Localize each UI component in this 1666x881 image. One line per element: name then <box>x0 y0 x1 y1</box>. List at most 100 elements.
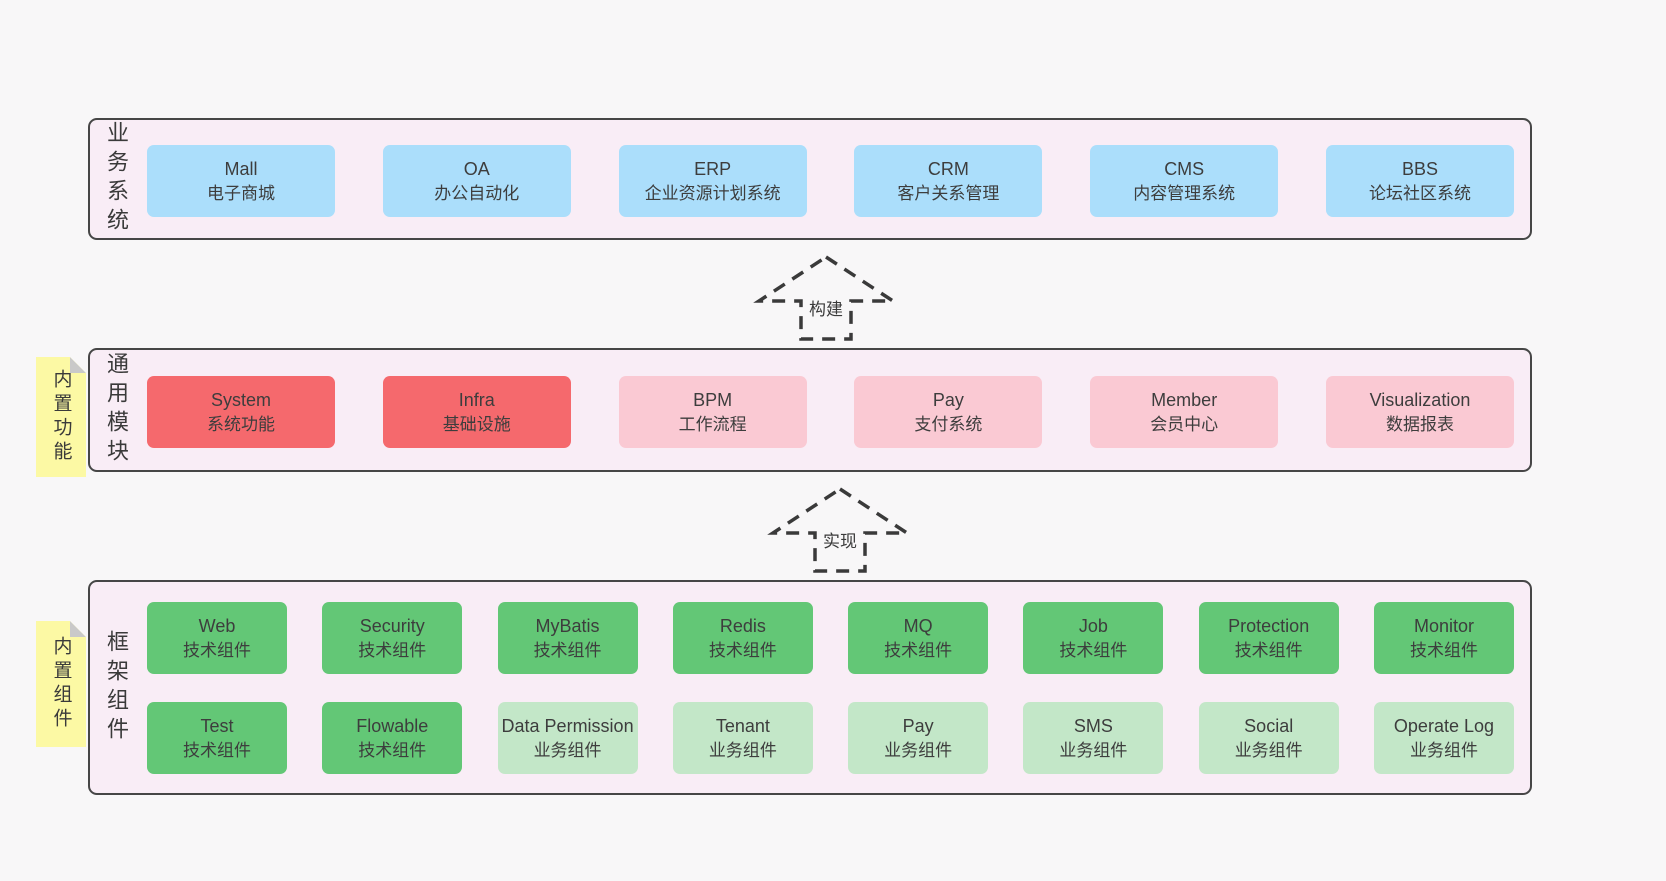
box-job-zh: 技术组件 <box>1059 640 1128 660</box>
box-member: Member 会员中心 <box>1090 376 1279 448</box>
band-framework-components-label: 框架组件 <box>104 629 129 746</box>
box-erp-zh: 企业资源计划系统 <box>644 183 781 203</box>
box-visualization-en: Visualization <box>1369 389 1471 410</box>
box-mq-zh: 技术组件 <box>884 640 953 660</box>
sticky-built-in-features: 内置功能 <box>36 357 86 477</box>
box-test-en: Test <box>200 715 234 736</box>
box-redis: Redis 技术组件 <box>672 602 813 674</box>
box-mybatis: MyBatis 技术组件 <box>497 602 638 674</box>
box-crm-en: CRM <box>927 158 969 179</box>
box-web: Web 技术组件 <box>147 602 287 674</box>
box-mall-en: Mall <box>224 158 258 179</box>
box-infra: Infra 基础设施 <box>382 376 571 448</box>
box-operate-log-en: Operate Log <box>1393 715 1494 736</box>
box-bbs-zh: 论坛社区系统 <box>1368 183 1471 203</box>
arrow-build-label: 构建 <box>806 295 846 320</box>
box-mq-en: MQ <box>903 615 933 636</box>
box-pay-module-en: Pay <box>932 389 964 410</box>
box-security-zh: 技术组件 <box>358 640 427 660</box>
box-redis-zh: 技术组件 <box>708 640 777 660</box>
box-bpm-en: BPM <box>693 389 733 410</box>
dashed-up-arrow-icon <box>753 254 899 341</box>
box-web-en: Web <box>198 615 236 636</box>
box-visualization: Visualization 数据报表 <box>1325 376 1514 448</box>
band-common-modules: 通用模块 System 系统功能 Infra 基础设施 BPM 工作流程 Pay… <box>88 348 1532 472</box>
box-mybatis-zh: 技术组件 <box>533 640 602 660</box>
box-social-zh: 业务组件 <box>1234 740 1303 760</box>
box-cms-zh: 内容管理系统 <box>1133 183 1236 203</box>
box-operate-log-zh: 业务组件 <box>1409 740 1478 760</box>
band-framework-components: 框架组件 Web 技术组件 Security 技术组件 MyBatis 技术组件… <box>88 580 1532 795</box>
framework-components-row-1: Web 技术组件 Security 技术组件 MyBatis 技术组件 Redi… <box>147 602 1514 674</box>
box-oa-en: OA <box>463 158 490 179</box>
box-bbs-en: BBS <box>1401 158 1438 179</box>
box-sms-zh: 业务组件 <box>1059 740 1128 760</box>
box-bpm: BPM 工作流程 <box>618 376 807 448</box>
band-common-modules-label: 通用模块 <box>104 352 129 468</box>
box-job-en: Job <box>1078 615 1108 636</box>
box-social-en: Social <box>1244 715 1294 736</box>
box-oa: OA 办公自动化 <box>382 145 571 217</box>
box-system-en: System <box>210 389 271 410</box>
box-redis-en: Redis <box>719 615 766 636</box>
box-social: Social 业务组件 <box>1198 702 1339 774</box>
box-cms-en: CMS <box>1164 158 1205 179</box>
box-cms: CMS 内容管理系统 <box>1090 145 1279 217</box>
box-security-en: Security <box>359 615 425 636</box>
arrow-build: 构建 <box>751 253 901 343</box>
box-tenant-en: Tenant <box>715 715 770 736</box>
box-monitor-en: Monitor <box>1413 615 1474 636</box>
box-oa-zh: 办公自动化 <box>434 183 520 203</box>
box-security: Security 技术组件 <box>322 602 463 674</box>
common-modules-row: System 系统功能 Infra 基础设施 BPM 工作流程 Pay 支付系统… <box>147 376 1514 448</box>
box-pay-module: Pay 支付系统 <box>854 376 1043 448</box>
box-data-permission-zh: 业务组件 <box>533 740 602 760</box>
box-flowable-en: Flowable <box>356 715 429 736</box>
arrow-implement: 实现 <box>765 485 915 575</box>
box-infra-en: Infra <box>458 389 495 410</box>
box-tenant: Tenant 业务组件 <box>672 702 813 774</box>
box-operate-log: Operate Log 业务组件 <box>1373 702 1514 774</box>
box-sms: SMS 业务组件 <box>1023 702 1164 774</box>
box-monitor: Monitor 技术组件 <box>1373 602 1514 674</box>
box-erp-en: ERP <box>694 158 732 179</box>
box-member-en: Member <box>1151 389 1218 410</box>
box-mall: Mall 电子商城 <box>147 145 335 217</box>
box-mybatis-en: MyBatis <box>535 615 600 636</box>
box-bpm-zh: 工作流程 <box>678 414 747 434</box>
sticky-built-in-components-label: 内置组件 <box>50 636 72 732</box>
box-sms-en: SMS <box>1073 715 1113 736</box>
box-test-zh: 技术组件 <box>183 740 251 760</box>
box-tenant-zh: 业务组件 <box>708 740 777 760</box>
box-bbs: BBS 论坛社区系统 <box>1325 145 1514 217</box>
box-pay-component: Pay 业务组件 <box>848 702 989 774</box>
box-flowable-zh: 技术组件 <box>358 740 427 760</box>
box-infra-zh: 基础设施 <box>442 414 511 434</box>
folded-corner-icon <box>70 357 86 373</box>
box-protection-en: Protection <box>1228 615 1310 636</box>
box-test: Test 技术组件 <box>147 702 287 774</box>
box-protection-zh: 技术组件 <box>1234 640 1303 660</box>
box-monitor-zh: 技术组件 <box>1409 640 1478 660</box>
band-business-systems: 业务系统 Mall 电子商城 OA 办公自动化 ERP 企业资源计划系统 CRM… <box>88 118 1532 240</box>
framework-components-row-2: Test 技术组件 Flowable 技术组件 Data Permission … <box>147 702 1514 774</box>
box-crm-zh: 客户关系管理 <box>897 183 1000 203</box>
box-mq: MQ 技术组件 <box>848 602 989 674</box>
box-pay-component-en: Pay <box>902 715 934 736</box>
box-member-zh: 会员中心 <box>1150 414 1219 434</box>
box-visualization-zh: 数据报表 <box>1385 414 1454 434</box>
box-job: Job 技术组件 <box>1023 602 1164 674</box>
box-system: System 系统功能 <box>147 376 335 448</box>
band-business-systems-label: 业务系统 <box>104 121 129 237</box>
sticky-built-in-features-label: 内置功能 <box>50 369 72 465</box>
box-data-permission-en: Data Permission <box>501 715 634 736</box>
sticky-built-in-components: 内置组件 <box>36 621 86 747</box>
dashed-up-arrow-icon <box>767 486 913 573</box>
box-data-permission: Data Permission 业务组件 <box>497 702 638 774</box>
box-protection: Protection 技术组件 <box>1198 602 1339 674</box>
folded-corner-icon <box>70 621 86 637</box>
business-systems-row: Mall 电子商城 OA 办公自动化 ERP 企业资源计划系统 CRM 客户关系… <box>147 145 1514 217</box>
box-flowable: Flowable 技术组件 <box>322 702 463 774</box>
box-pay-module-zh: 支付系统 <box>914 414 983 434</box>
